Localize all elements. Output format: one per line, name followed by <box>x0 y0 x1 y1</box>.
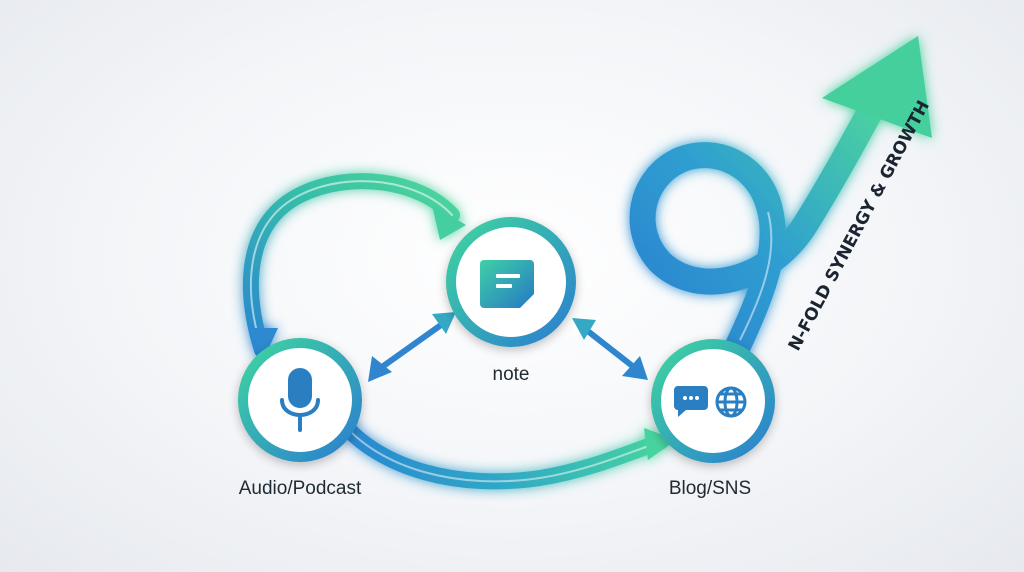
note-node <box>446 217 576 347</box>
blog-node <box>651 339 775 463</box>
audio-node <box>238 338 362 462</box>
double-arrow-note-blog <box>572 318 648 380</box>
double-arrow-note-audio <box>368 312 456 382</box>
flow-arc-audio-to-note <box>243 173 466 358</box>
microphone-icon <box>280 368 320 432</box>
globe-icon <box>715 386 747 418</box>
audio-label: Audio/Podcast <box>238 478 362 499</box>
growth-arrow <box>629 36 932 365</box>
chat-bubble-icon <box>674 386 708 417</box>
flow-arc-audio-to-blog <box>332 412 676 490</box>
note-label: note <box>492 364 530 385</box>
blog-label: Blog/SNS <box>668 478 752 499</box>
note-document-icon <box>480 260 534 308</box>
